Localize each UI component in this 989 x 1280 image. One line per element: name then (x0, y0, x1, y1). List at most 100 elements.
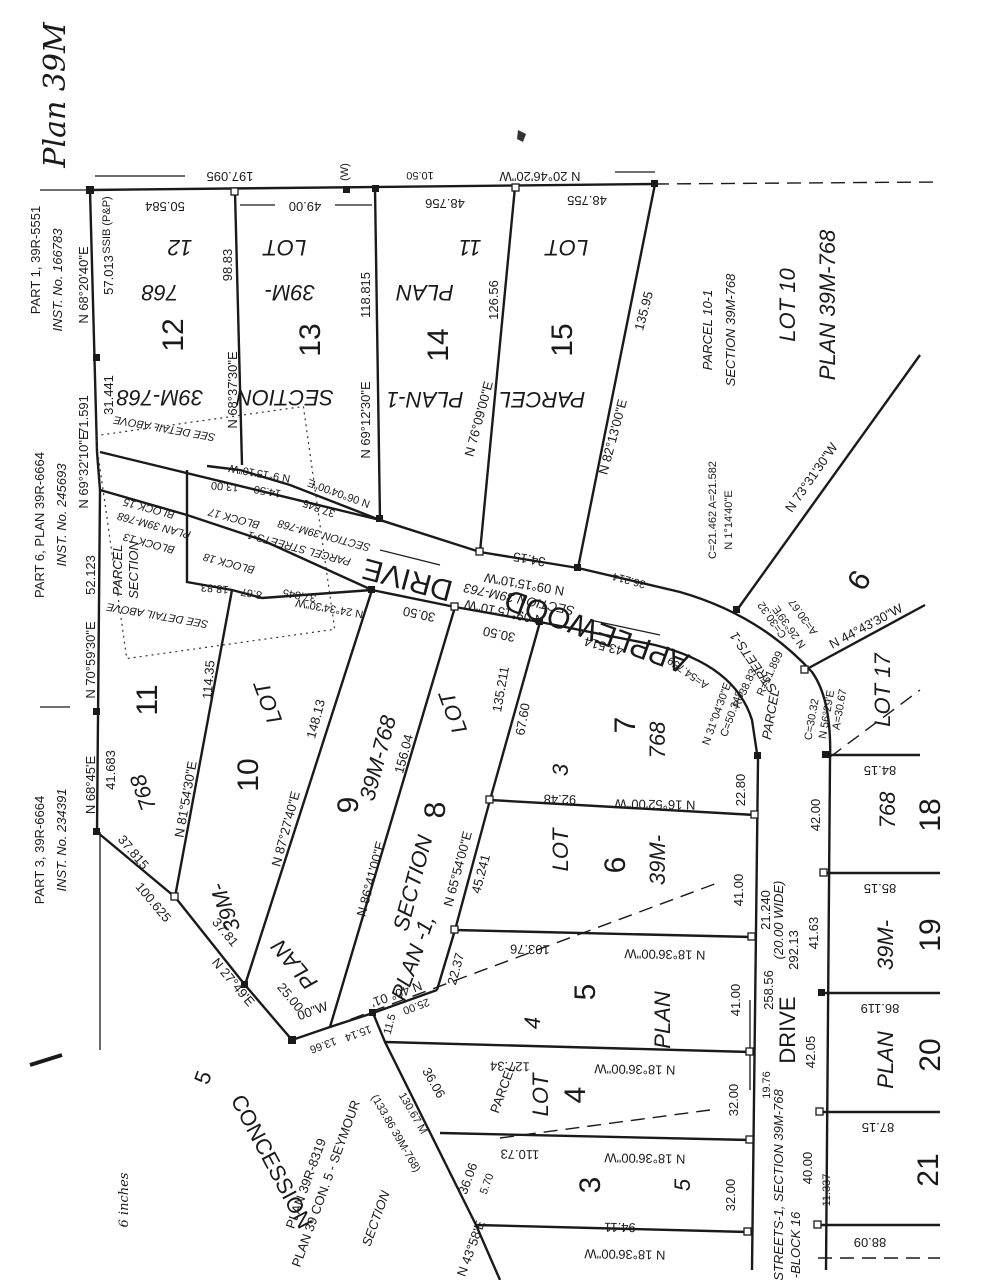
plan-text: 768 (141, 280, 178, 305)
monument-label: (W) (339, 163, 351, 181)
plan-text: 39M- (265, 280, 315, 305)
plan-label: PLAN 39M-768 (815, 229, 840, 380)
bearing: N 68°45'E (83, 756, 98, 815)
plan-text: LOT (262, 235, 306, 260)
dim: 10.50 (406, 169, 434, 181)
bearing: N 68°20'40"E (76, 246, 91, 324)
dim: 100.625 (133, 879, 175, 925)
note: SEE DETAIL ABOVE (105, 600, 209, 630)
lot-number: 4 (559, 1087, 592, 1104)
concession-label: CONCESSION (226, 1090, 318, 1232)
bearing: N 18°36'00"W (584, 1246, 666, 1262)
street-name: DRIVE (359, 551, 456, 607)
concession-number: 5 (189, 1067, 217, 1087)
dim: 50.584 (145, 199, 185, 214)
dim: 37.845 (282, 586, 317, 604)
plan-text: 768 (875, 791, 900, 828)
plan-text: 11 (459, 235, 482, 260)
lot-number: 9 (332, 797, 365, 814)
lot-number: 13 (294, 323, 327, 356)
street-name: DRIVE (775, 996, 800, 1063)
dim: 13.00 (211, 479, 239, 493)
plan-text: PLAN (650, 991, 675, 1049)
bearing: N 27°49'E (209, 955, 258, 1010)
dim: 48.756 (425, 196, 465, 211)
dim: 84.15 (864, 763, 897, 778)
dim: 21.240 (758, 890, 773, 930)
dim: 57.013 (101, 255, 116, 295)
label-inst3: INST. No. 234391 (54, 789, 69, 892)
bearing: N 20°46'20"W (499, 169, 581, 184)
lot-number: 12 (157, 318, 190, 351)
plan-text: 39M-768 (116, 385, 204, 410)
dim: 88.09 (854, 1235, 887, 1250)
dim: 41.683 (103, 750, 118, 790)
lot-number: 14 (422, 328, 455, 361)
section-label: SECTION (126, 541, 141, 599)
label-inst6: INST. No. 245693 (54, 463, 69, 567)
dim: 5.70 (478, 1172, 497, 1196)
lot-label: LOT 10 (775, 268, 800, 342)
lot-number: 19 (914, 918, 947, 951)
plan-text: PLAN-1 (386, 387, 463, 412)
lot-number: 7 (609, 717, 642, 734)
plan-text: 39M- (645, 835, 670, 885)
lot-number: 18 (914, 798, 947, 831)
plan-text: PLAN (396, 280, 454, 305)
bearing: N 24°34'30"W (294, 596, 364, 620)
lot-lines (29, 130, 941, 1280)
dim: 71.591 (76, 395, 91, 435)
dim: 67.60 (512, 702, 532, 737)
plan-text: 3 (548, 763, 573, 776)
lot-number: 9 (840, 564, 877, 595)
dim: 30.50 (402, 604, 437, 625)
plan-text: LOT (248, 677, 287, 727)
ssib-label: SSIB (P&P) (101, 196, 113, 253)
bearing: N 82°13'00"E (595, 397, 630, 476)
plan-text: 39M- (873, 920, 898, 970)
dim: 36.06 (455, 1161, 480, 1197)
dim: 40.00 (800, 1152, 815, 1185)
bearing: N 81°54'30"E (171, 760, 199, 839)
dim: 31.441 (101, 375, 116, 415)
dim: 34.15 (512, 549, 547, 569)
dim: 41.00 (731, 874, 746, 907)
bearing: N 86°41'00"E (353, 839, 388, 918)
plan-text: 768 (125, 770, 161, 814)
lot-number: 15 (546, 323, 579, 356)
dim: 94.11 (604, 1220, 636, 1236)
dim: 11.337 (821, 1174, 833, 1207)
dim: 118.815 (358, 272, 373, 318)
dim: 18.83 (201, 581, 229, 595)
dim: 42.00 (808, 799, 823, 832)
dim: 98.83 (220, 249, 235, 282)
bearing: N 69°32'10"E (76, 431, 91, 509)
dim: 13.66 (308, 1034, 338, 1055)
bearing: N 43°58'E (454, 1218, 488, 1278)
bearing: N 68°37'30"E (225, 351, 240, 429)
handwritten-note: 6 inches (117, 1172, 132, 1227)
dim: 85.15 (864, 881, 897, 896)
plan-text: 4 (520, 1017, 545, 1029)
plan-text: LOT (544, 235, 588, 260)
bearing: N 69°12'30"E (358, 381, 373, 459)
bearing: N 44°43'30"W (827, 600, 906, 652)
dim: 36.06 (419, 1065, 448, 1101)
bearing: N 1°14'40"E (723, 490, 735, 549)
dim: 32.00 (726, 1084, 741, 1117)
dim: 36.214 (611, 570, 647, 590)
dim: 49.00 (289, 199, 322, 214)
plan-text: LOT (433, 687, 472, 737)
dim: 126.56 (486, 280, 501, 320)
lot-label: LOT 17 (870, 653, 895, 727)
bearing: N 16°52'00"W (614, 796, 696, 812)
handwritten-plan-title: Plan 39M (38, 21, 73, 169)
label-part3: PART 3, 39R-6664 (32, 796, 47, 904)
bearing: N 18°36'00"W (624, 946, 706, 962)
dim: 48.755 (567, 193, 607, 208)
dim: 103.76 (510, 942, 550, 958)
plan-text: PLAN (266, 935, 322, 995)
dim: 45.241 (468, 853, 493, 895)
label-inst1: INST. No. 166783 (50, 228, 65, 332)
